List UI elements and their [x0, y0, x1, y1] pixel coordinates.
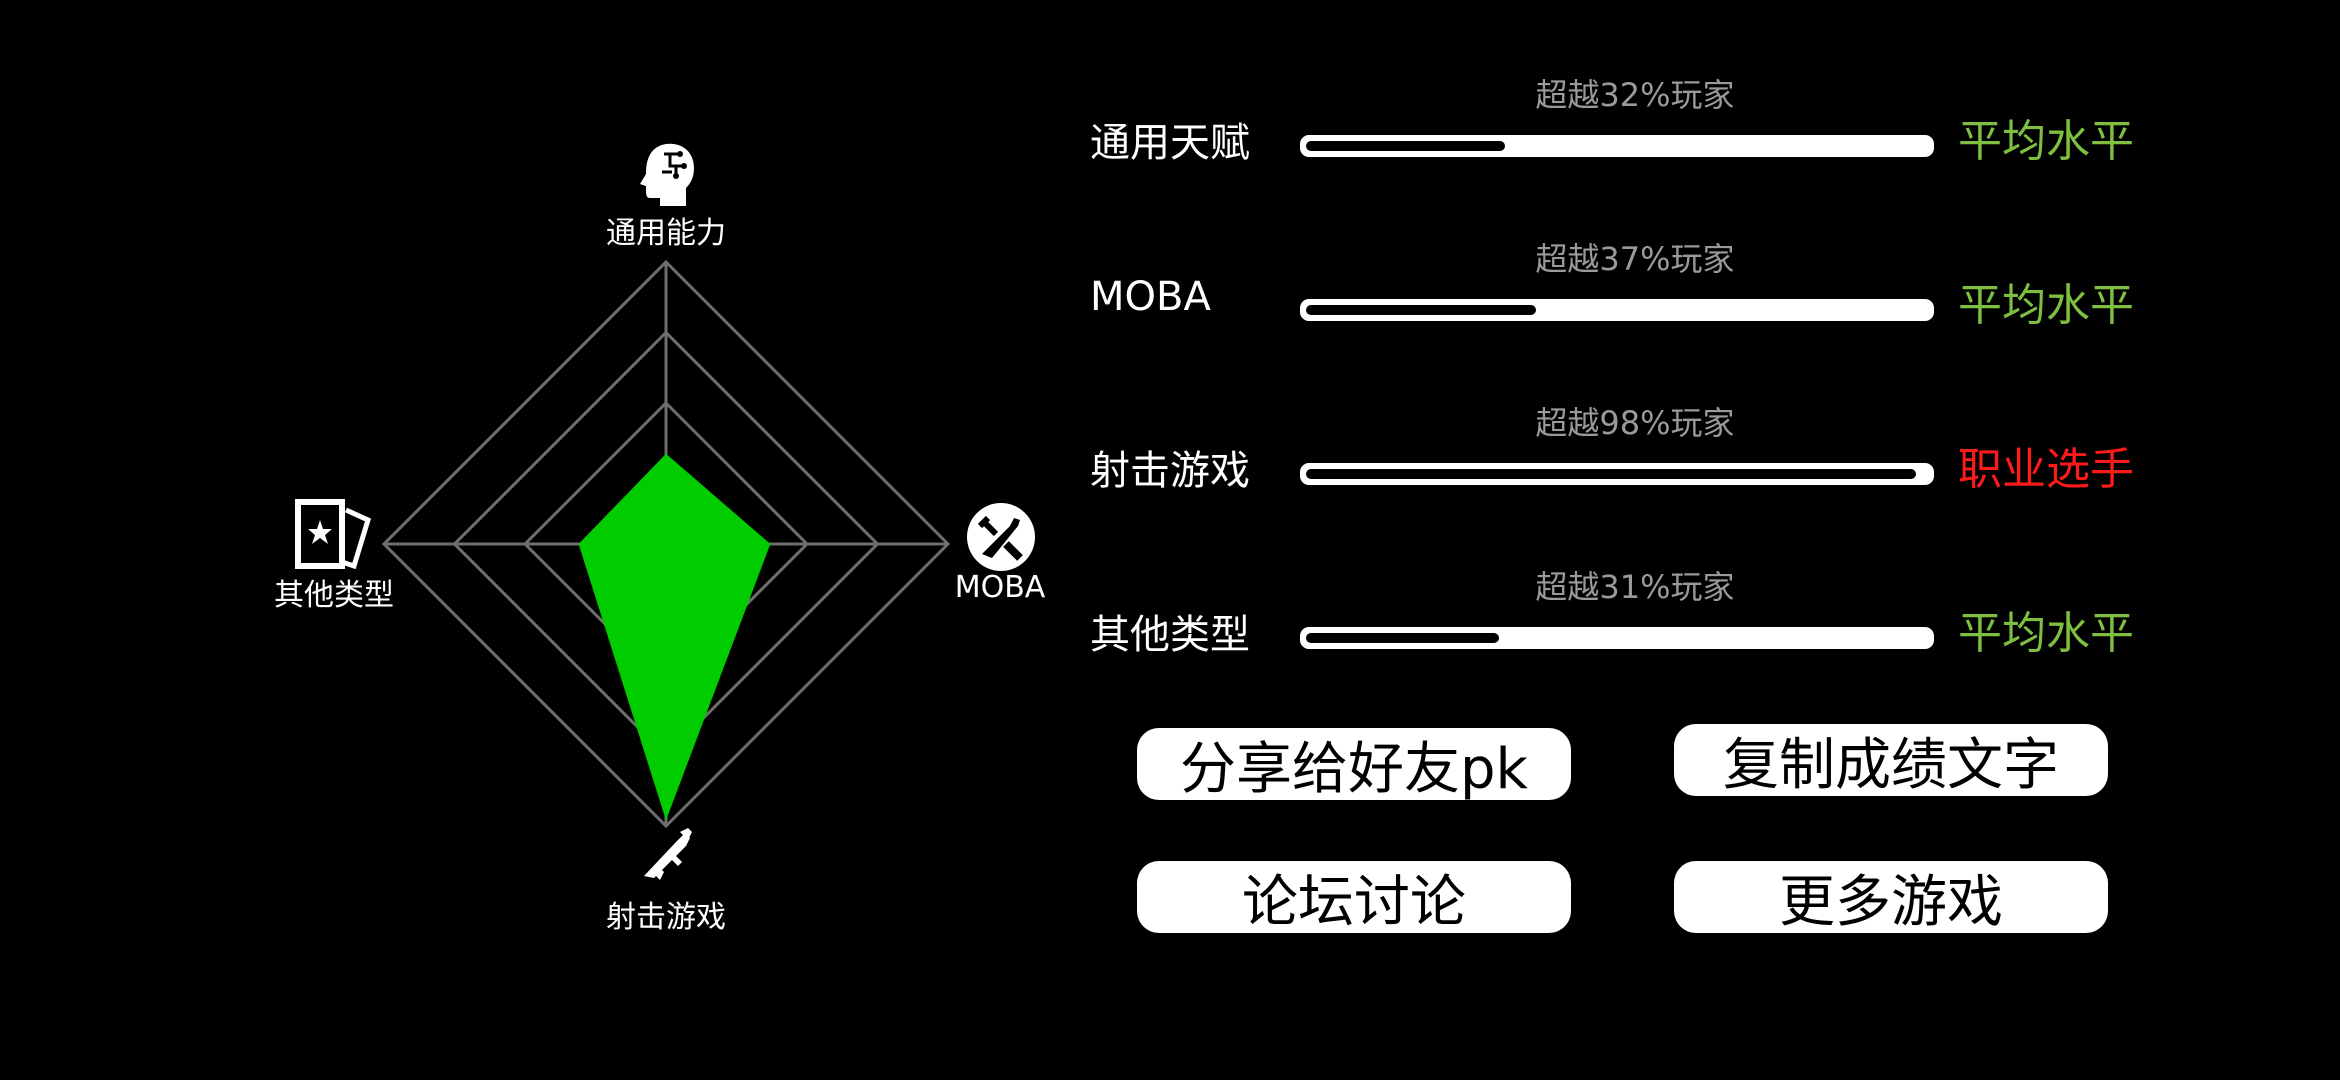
progress-bar	[1300, 627, 1934, 649]
radar-label-moba: MOBA	[954, 570, 1046, 605]
stat-caption: 超越37%玩家	[1535, 240, 1735, 278]
progress-bar	[1300, 135, 1934, 157]
progress-bar	[1300, 299, 1934, 321]
stat-row-other: 其他类型 超越31%玩家 平均水平	[1090, 542, 2190, 672]
stat-row-general: 通用天赋 超越32%玩家 平均水平	[1090, 50, 2190, 180]
radar-area	[578, 453, 771, 821]
stat-name: 通用天赋	[1090, 120, 1250, 166]
share-to-friend-button[interactable]: 分享给好友pk	[1137, 728, 1571, 802]
stat-caption: 超越98%玩家	[1535, 404, 1735, 442]
progress-bar-fill	[1306, 633, 1499, 643]
radar-label-other: 其他类型	[274, 578, 394, 613]
progress-bar	[1300, 463, 1934, 485]
crossed-swords-icon	[967, 503, 1035, 571]
rocket-launcher-icon	[644, 828, 692, 880]
stat-name: MOBA	[1090, 274, 1211, 320]
stat-name: 射击游戏	[1090, 448, 1250, 494]
stat-level: 职业选手	[1958, 444, 2134, 495]
stat-level: 平均水平	[1958, 280, 2134, 331]
stat-level: 平均水平	[1958, 116, 2134, 167]
cards-star-icon	[295, 499, 372, 570]
progress-bar-fill	[1306, 469, 1916, 479]
radar-chart	[381, 259, 951, 829]
stat-row-moba: MOBA 超越37%玩家 平均水平	[1090, 214, 2190, 344]
stat-caption: 超越32%玩家	[1535, 76, 1735, 114]
copy-result-text-button[interactable]: 复制成绩文字	[1674, 724, 2108, 798]
radar-label-general: 通用能力	[606, 216, 726, 251]
radar-label-shooter: 射击游戏	[606, 900, 726, 935]
more-games-button[interactable]: 更多游戏	[1674, 861, 2108, 935]
progress-bar-fill	[1306, 305, 1537, 315]
forum-button[interactable]: 论坛讨论	[1137, 861, 1571, 935]
stat-level: 平均水平	[1958, 608, 2134, 659]
stat-name: 其他类型	[1090, 612, 1250, 658]
stat-caption: 超越31%玩家	[1535, 568, 1735, 606]
brain-head-icon	[640, 143, 694, 206]
stat-row-shooter: 射击游戏 超越98%玩家 职业选手	[1090, 378, 2190, 508]
progress-bar-fill	[1306, 141, 1506, 151]
